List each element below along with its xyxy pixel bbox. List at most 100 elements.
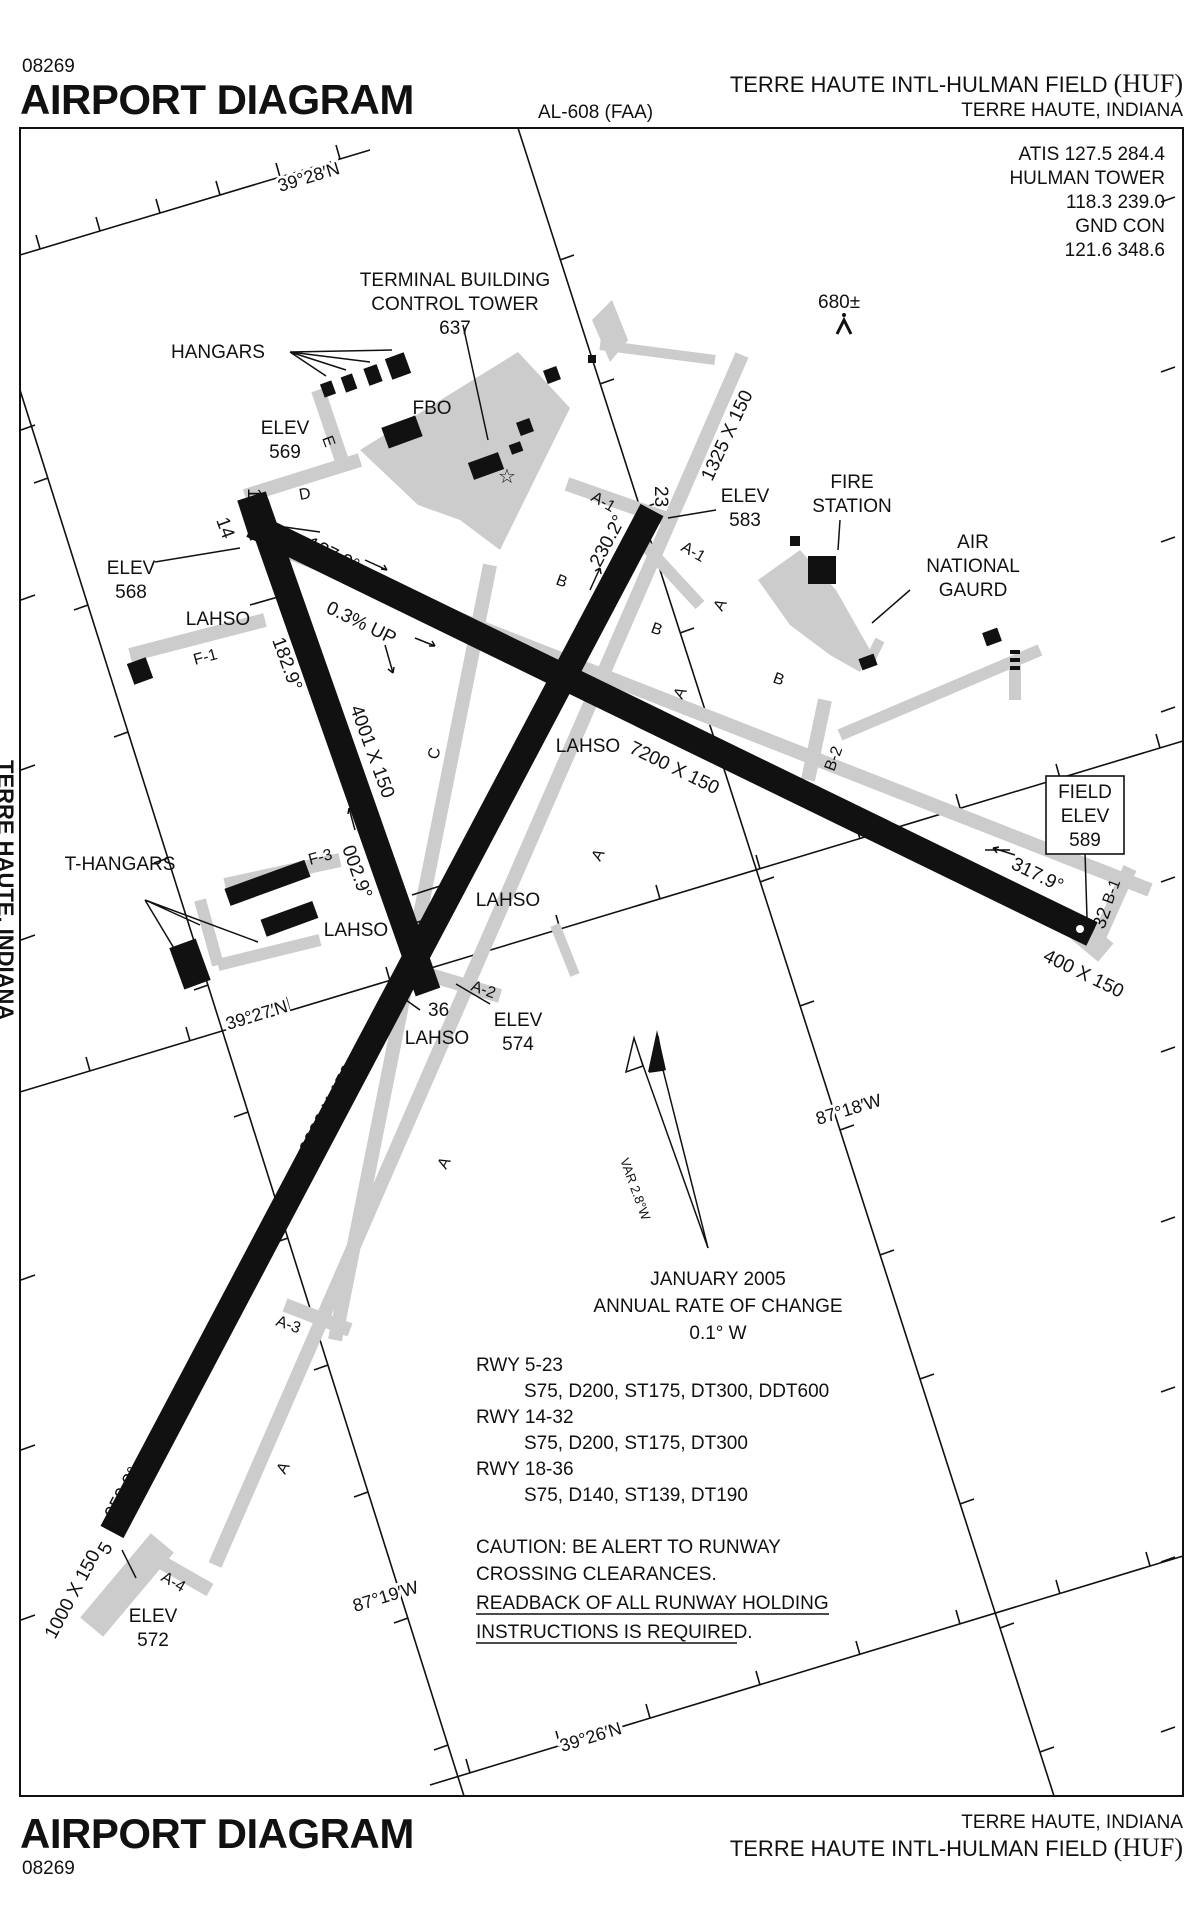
lahso-lines bbox=[249, 594, 613, 1011]
obstacle-dot bbox=[842, 313, 846, 317]
lat-label-top: 39°28′N bbox=[275, 158, 342, 196]
caution-line-2: CROSSING CLEARANCES. bbox=[476, 1564, 717, 1585]
chart-frame bbox=[19, 127, 1184, 1797]
twy-label-c: C bbox=[425, 746, 444, 761]
hangar-2 bbox=[340, 373, 358, 393]
twy-label-b-3: B bbox=[771, 670, 787, 690]
taxiway-b-east bbox=[837, 644, 1043, 741]
ang-apron bbox=[758, 550, 870, 672]
lon-label-east: 87°18′W bbox=[813, 1090, 884, 1129]
tower-star-icon: ☆ bbox=[498, 466, 516, 488]
true-north-arrow-icon bbox=[648, 1030, 666, 1072]
label-elev-568: 568 bbox=[115, 582, 147, 603]
taxiway-b1 bbox=[1093, 865, 1137, 938]
twy-label-f1: F-1 bbox=[192, 646, 220, 669]
footer-airport-name: TERRE HAUTE INTL-HULMAN FIELD (HUF) bbox=[730, 1833, 1183, 1862]
ang-east-1 bbox=[982, 627, 1002, 647]
rwy-end-36: 36 bbox=[428, 1000, 449, 1021]
label-obstacle: 680± bbox=[818, 292, 860, 313]
strength-rwy1-name: RWY 5-23 bbox=[476, 1355, 563, 1376]
twy-label-a-5: A bbox=[274, 1459, 294, 1477]
twy-label-a1-b: A-1 bbox=[678, 539, 708, 566]
main-apron bbox=[360, 352, 570, 550]
twy-label-f3: F-3 bbox=[307, 846, 335, 869]
label-t-hangars: T-HANGARS bbox=[65, 854, 176, 875]
caution-line-4: INSTRUCTIONS IS REQUIRED. bbox=[476, 1622, 753, 1643]
bldg-a bbox=[543, 366, 561, 384]
fire-station bbox=[808, 556, 836, 584]
label-field-elev-word: ELEV bbox=[1061, 806, 1110, 827]
label-terminal-3: 637 bbox=[439, 318, 471, 339]
bldg-b bbox=[516, 418, 534, 436]
rwy-overrun-32: 400 X 150 bbox=[1040, 946, 1127, 1003]
label-lahso-1: LAHSO bbox=[186, 609, 250, 630]
header-city: TERRE HAUTE, INDIANA bbox=[961, 100, 1183, 121]
mag-var: VAR 2.8°W bbox=[617, 1156, 654, 1223]
bldg-d bbox=[588, 355, 596, 363]
rwy-end-18: 18 bbox=[243, 488, 264, 509]
runway-18-36 bbox=[243, 498, 441, 997]
taxiway-thangar-w bbox=[194, 898, 224, 967]
strength-rwy3-name: RWY 18-36 bbox=[476, 1459, 574, 1480]
hangar-4 bbox=[384, 352, 412, 380]
label-ang-3: GAURD bbox=[939, 580, 1008, 601]
terminal-building bbox=[467, 452, 505, 480]
runway-32-end-marker bbox=[1076, 925, 1084, 933]
hangar-3 bbox=[363, 364, 383, 386]
taxiway-e bbox=[311, 387, 352, 473]
label-elev-568-word: ELEV bbox=[107, 558, 156, 579]
label-elev-583-word: ELEV bbox=[721, 486, 770, 507]
twy-label-a-4: A bbox=[435, 1154, 455, 1172]
ang-east-3 bbox=[1010, 658, 1020, 662]
label-field-elev: 589 bbox=[1069, 830, 1101, 851]
lat-line-top bbox=[21, 149, 371, 256]
footer-title: AIRPORT DIAGRAM bbox=[20, 1810, 414, 1857]
label-fire-2: STATION bbox=[812, 496, 892, 517]
strength-rwy2-name: RWY 14-32 bbox=[476, 1407, 574, 1428]
fire-small bbox=[790, 536, 800, 546]
label-field-word: FIELD bbox=[1058, 782, 1112, 803]
twy-label-b-2: B bbox=[649, 620, 665, 640]
ang-building bbox=[858, 653, 878, 671]
label-lahso-2: LAHSO bbox=[556, 736, 620, 757]
rwy-end-23: 23 bbox=[650, 486, 671, 507]
footer-chart-number: 08269 bbox=[22, 1858, 75, 1879]
label-elev-574-word: ELEV bbox=[494, 1010, 543, 1031]
freq-tower-name: HULMAN TOWER bbox=[1009, 168, 1165, 189]
header-airport-name: TERRE HAUTE INTL-HULMAN FIELD (HUF) bbox=[730, 69, 1183, 98]
caution-line-3: READBACK OF ALL RUNWAY HOLDING bbox=[476, 1593, 829, 1614]
header-chart-number: 08269 bbox=[22, 56, 75, 77]
taxiway-b2 bbox=[801, 698, 832, 782]
label-terminal-1: TERMINAL BUILDING bbox=[360, 270, 550, 291]
hangar-1 bbox=[319, 380, 337, 398]
taxiway-thangar-s bbox=[216, 934, 322, 971]
label-elev-572-word: ELEV bbox=[129, 1606, 178, 1627]
buildings bbox=[126, 352, 1020, 990]
label-ang-1: AIR bbox=[957, 532, 989, 553]
lat-line-mid bbox=[21, 740, 1182, 1093]
twy-label-b-1: B bbox=[554, 572, 570, 592]
footer-city: TERRE HAUTE, INDIANA bbox=[961, 1812, 1183, 1833]
freq-tower: 118.3 239.0 bbox=[1066, 192, 1165, 213]
obstacle-icon bbox=[835, 316, 853, 335]
label-ang-2: NATIONAL bbox=[926, 556, 1020, 577]
freq-atis: ATIS 127.5 284.4 bbox=[1019, 144, 1166, 165]
rwy5-overrun bbox=[80, 1533, 174, 1637]
taxiway-f1 bbox=[128, 613, 267, 662]
runway-14-end-pad bbox=[237, 491, 279, 541]
label-lahso-4: LAHSO bbox=[324, 920, 388, 941]
ang-east-4 bbox=[1010, 666, 1020, 670]
twy-label-a-1: A bbox=[711, 596, 731, 614]
taxiway-a1-link bbox=[635, 535, 705, 610]
lat-line-bot bbox=[429, 1555, 1182, 1786]
label-elev-569-word: ELEV bbox=[261, 418, 310, 439]
label-elev-583: 583 bbox=[729, 510, 761, 531]
taxiway-spur-south bbox=[550, 923, 580, 977]
twy-label-a-3: A bbox=[589, 846, 609, 864]
label-elev-572: 572 bbox=[137, 1630, 169, 1651]
strength-rwy1-val: S75, D200, ST175, DT300, DDT600 bbox=[524, 1381, 829, 1402]
mag-date: JANUARY 2005 bbox=[650, 1269, 786, 1290]
leader-lines bbox=[121, 324, 1088, 1579]
ang-east-2 bbox=[1010, 650, 1020, 654]
